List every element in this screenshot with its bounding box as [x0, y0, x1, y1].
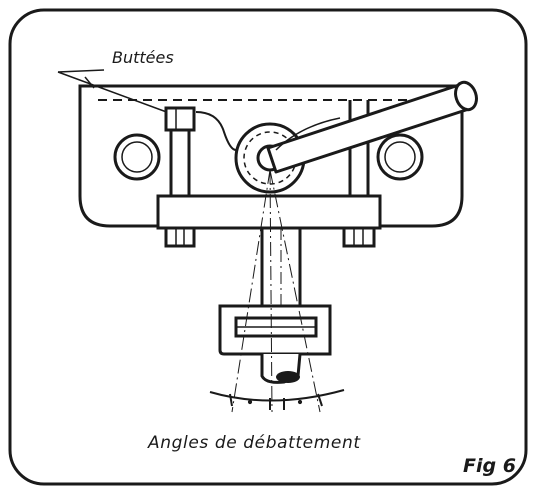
right-hole [376, 133, 424, 181]
left-stop-bolt [164, 106, 196, 248]
figure-frame [8, 8, 528, 486]
clamp-jaw [218, 304, 332, 356]
angles-label: Angles de débattement [148, 433, 361, 453]
cross-bar [156, 194, 382, 230]
housing-body [78, 84, 464, 228]
figure-number: Fig 6 [463, 455, 516, 477]
shaft-tip-shade [276, 371, 300, 383]
left-hole [113, 133, 161, 181]
swing-lines [231, 169, 321, 413]
stops-leader-lines [57, 69, 173, 115]
angle-arc [209, 389, 345, 410]
stops-label: Buttées [112, 48, 174, 67]
lever-arm [266, 80, 478, 174]
housing-curve [195, 111, 237, 151]
